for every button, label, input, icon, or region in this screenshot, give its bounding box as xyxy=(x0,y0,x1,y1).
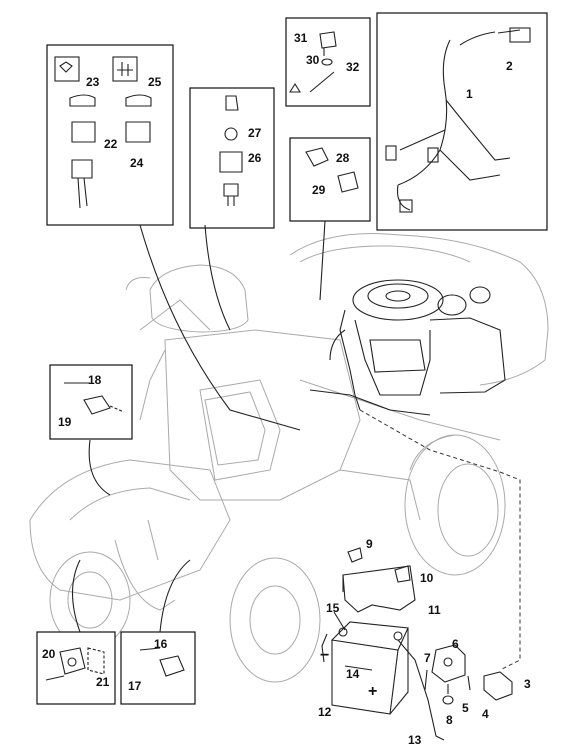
part-number-label: 14 xyxy=(346,667,360,681)
part-number-label: 16 xyxy=(154,637,168,651)
leader-lines xyxy=(72,29,521,633)
part-number-label: 1 xyxy=(466,87,473,101)
part-number-label: 29 xyxy=(312,183,326,197)
part-number-label: 15 xyxy=(326,601,340,615)
part-number-label: 4 xyxy=(482,707,489,721)
part-number-label: 17 xyxy=(128,679,142,693)
part-number-label: 32 xyxy=(346,60,360,74)
battery-group: + − xyxy=(320,409,521,741)
part-number-label: 23 xyxy=(86,75,100,89)
part-number-label: 31 xyxy=(294,31,308,45)
fuse-holder-inset xyxy=(285,17,371,107)
part-numbers: 1234567891011121314151617181920212223242… xyxy=(42,31,531,747)
part-number-label: 9 xyxy=(366,537,373,551)
part-number-label: 18 xyxy=(88,373,102,387)
switch-panel-inset xyxy=(46,44,174,226)
part-number-label: 21 xyxy=(96,675,110,689)
part-number-label: 30 xyxy=(306,53,320,67)
part-number-label: 25 xyxy=(148,75,162,89)
relay-inset xyxy=(289,137,371,222)
part-number-label: 11 xyxy=(428,603,441,617)
svg-text:−: − xyxy=(320,647,329,664)
wiring-harness-inset xyxy=(376,12,548,231)
part-number-label: 7 xyxy=(424,651,431,665)
switch-20-21-inset xyxy=(36,631,116,705)
part-number-label: 26 xyxy=(248,151,262,165)
part-number-label: 19 xyxy=(58,415,72,429)
tractor-outline xyxy=(29,233,549,683)
part-number-label: 5 xyxy=(462,701,469,715)
part-number-label: 3 xyxy=(524,677,531,691)
part-number-label: 6 xyxy=(452,637,459,651)
svg-text:+: + xyxy=(368,683,377,700)
part-number-label: 13 xyxy=(408,733,422,747)
part-number-label: 24 xyxy=(130,156,144,170)
part-number-label: 28 xyxy=(336,151,350,165)
part-number-label: 20 xyxy=(42,647,56,661)
part-number-label: 12 xyxy=(318,705,332,719)
part-number-label: 8 xyxy=(446,713,453,727)
switch-16-17-inset xyxy=(120,631,196,705)
part-number-label: 2 xyxy=(506,59,513,73)
switch-18-19-inset xyxy=(49,364,133,440)
part-number-label: 22 xyxy=(104,137,118,151)
part-number-label: 27 xyxy=(248,126,262,140)
part-number-label: 10 xyxy=(420,571,434,585)
ignition-switch-inset xyxy=(189,87,275,229)
engine xyxy=(309,279,506,416)
